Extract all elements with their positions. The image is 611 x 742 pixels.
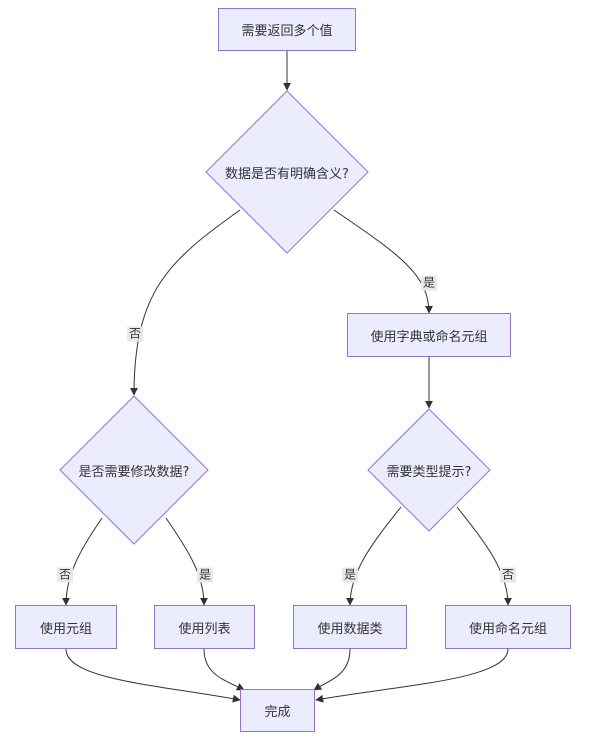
edge-list-to-done [203, 648, 245, 691]
decision-need-type-hint: 需要类型提示? [367, 408, 491, 532]
edge-label-modify-no: 否 [56, 567, 74, 583]
node-use-list-label: 使用列表 [178, 621, 231, 637]
node-use-tuple: 使用元组 [15, 605, 117, 649]
edge-label-hint-no: 否 [499, 567, 517, 583]
decision-need-type-hint-label: 需要类型提示? [386, 464, 472, 480]
edge-modify-yes [165, 517, 208, 606]
decision-need-modify: 是否需要修改数据? [59, 395, 209, 545]
edge-label-meaning-yes: 是 [420, 275, 438, 291]
decision-has-meaning: 数据是否有明确含义? [205, 90, 369, 254]
edge-hint-no [456, 506, 512, 606]
decision-has-meaning-label: 数据是否有明确含义? [225, 166, 349, 182]
node-use-dict-or-namedtuple-label: 使用字典或命名元组 [370, 329, 488, 345]
edge-namedtuple-to-done [315, 648, 509, 703]
edge-modify-no [62, 517, 103, 606]
edge-dataclass-to-done [313, 648, 351, 691]
node-use-dataclass: 使用数据类 [293, 605, 407, 649]
node-use-namedtuple-label: 使用命名元组 [468, 621, 547, 637]
edge-meaning-yes [333, 209, 433, 314]
node-done: 完成 [240, 689, 315, 732]
node-use-dict-or-namedtuple: 使用字典或命名元组 [347, 313, 511, 357]
node-use-dataclass-label: 使用数据类 [317, 621, 383, 637]
edge-tuple-to-done [65, 648, 241, 703]
node-done-label: 完成 [264, 705, 291, 720]
edge-hint-yes [346, 506, 402, 606]
edge-label-modify-yes: 是 [196, 567, 214, 583]
edge-label-meaning-no: 否 [126, 326, 144, 342]
node-start: 需要返回多个值 [218, 8, 356, 51]
decision-need-modify-label: 是否需要修改数据? [78, 464, 190, 480]
node-use-namedtuple: 使用命名元组 [445, 605, 571, 649]
node-start-label: 需要返回多个值 [241, 24, 333, 39]
node-use-tuple-label: 使用元组 [39, 621, 92, 637]
edge-meaning-no [130, 209, 241, 396]
node-use-list: 使用列表 [154, 605, 255, 649]
edge-label-hint-yes: 是 [341, 567, 359, 583]
